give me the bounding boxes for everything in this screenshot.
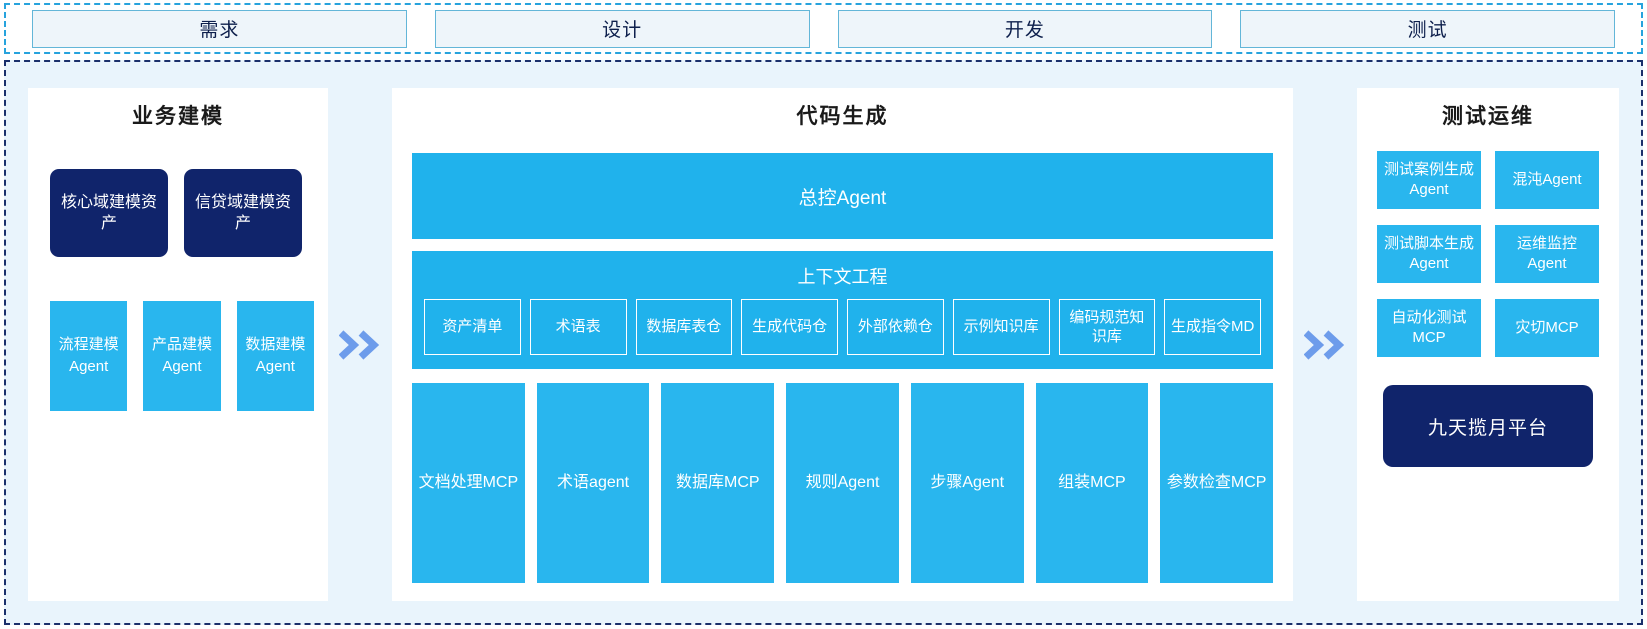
test-operations-grid: 测试案例生成Agent 混沌Agent 测试脚本生成Agent 运维监控Agen… (1377, 151, 1599, 358)
master-control-agent-box[interactable]: 总控Agent (412, 153, 1273, 240)
panel-code-generation: 代码生成 总控Agent 上下文工程 资产清单 术语表 数据库表仓 生成代码仓 … (392, 88, 1293, 601)
tool-box-step-agent[interactable]: 步骤Agent (910, 383, 1024, 583)
test-operations-body: 测试案例生成Agent 混沌Agent 测试脚本生成Agent 运维监控Agen… (1371, 129, 1605, 587)
panel-business-modeling: 业务建模 核心域建模资产 信贷域建模资产 流程建模Agent 产品建模Agent… (28, 88, 328, 601)
ops-box-test-script-generation-agent[interactable]: 测试脚本生成Agent (1377, 225, 1481, 284)
context-item-glossary[interactable]: 术语表 (529, 299, 627, 356)
double-chevron-right-icon-1 (328, 88, 392, 601)
tool-box-parameter-check-mcp[interactable]: 参数检查MCP (1160, 383, 1274, 583)
code-generation-body: 总控Agent 上下文工程 资产清单 术语表 数据库表仓 生成代码仓 外部依赖仓… (406, 129, 1279, 587)
phase-label: 设计 (602, 20, 643, 41)
context-item-db-table-repo[interactable]: 数据库表仓 (635, 299, 733, 356)
context-engineering-title: 上下文工程 (797, 267, 888, 288)
panel-title-test-operations: 测试运维 (1442, 105, 1534, 128)
agent-box-data-modeling[interactable]: 数据建模Agent (236, 301, 314, 412)
main-diagram-area: 业务建模 核心域建模资产 信贷域建模资产 流程建模Agent 产品建模Agent… (4, 60, 1643, 625)
tool-box-database-mcp[interactable]: 数据库MCP (661, 383, 775, 583)
context-item-external-dependency-repo[interactable]: 外部依赖仓 (847, 299, 944, 356)
ops-box-automated-test-mcp[interactable]: 自动化测试MCP (1377, 299, 1481, 358)
asset-box-core-domain[interactable]: 核心域建模资产 (50, 169, 168, 258)
ops-box-operations-monitoring-agent[interactable]: 运维监控Agent (1495, 225, 1599, 284)
modeling-asset-row: 核心域建模资产 信贷域建模资产 (42, 169, 314, 258)
business-modeling-body: 核心域建模资产 信贷域建模资产 流程建模Agent 产品建模Agent 数据建模… (42, 129, 314, 587)
tool-box-assembly-mcp[interactable]: 组装MCP (1035, 383, 1149, 583)
context-item-example-knowledge-base[interactable]: 示例知识库 (952, 299, 1050, 356)
phase-box-requirement[interactable]: 需求 (32, 9, 407, 48)
ops-box-test-case-generation-agent[interactable]: 测试案例生成Agent (1377, 151, 1481, 210)
phase-label: 需求 (199, 20, 240, 41)
context-item-coding-standard-knowledge-base[interactable]: 编码规范知识库 (1058, 299, 1156, 356)
agent-box-process-modeling[interactable]: 流程建模Agent (50, 301, 128, 412)
tool-box-rule-agent[interactable]: 规则Agent (786, 383, 899, 583)
panel-title-business-modeling: 业务建模 (132, 105, 224, 128)
context-item-generated-code-repo[interactable]: 生成代码仓 (741, 299, 838, 356)
platform-box-jiutian-lanyue[interactable]: 九天揽月平台 (1383, 385, 1593, 468)
phase-label: 测试 (1407, 20, 1448, 41)
phase-strip: 需求 设计 开发 测试 (4, 3, 1643, 54)
tool-row: 文档处理MCP 术语agent 数据库MCP 规则Agent 步骤Agent 组… (412, 383, 1274, 587)
tool-box-glossary-agent[interactable]: 术语agent (536, 383, 650, 583)
context-engineering-block: 上下文工程 资产清单 术语表 数据库表仓 生成代码仓 外部依赖仓 示例知识库 编… (412, 251, 1273, 370)
double-chevron-right-icon-2 (1293, 88, 1357, 601)
context-item-generation-instruction-md[interactable]: 生成指令MD (1164, 299, 1261, 356)
phase-box-development[interactable]: 开发 (837, 9, 1213, 48)
tool-box-document-processing-mcp[interactable]: 文档处理MCP (412, 383, 525, 583)
context-item-row: 资产清单 术语表 数据库表仓 生成代码仓 外部依赖仓 示例知识库 编码规范知识库… (424, 299, 1261, 356)
ops-box-disaster-switch-mcp[interactable]: 灾切MCP (1495, 299, 1599, 358)
agent-box-product-modeling[interactable]: 产品建模Agent (143, 301, 221, 412)
phase-box-testing[interactable]: 测试 (1240, 9, 1615, 48)
panel-test-operations: 测试运维 测试案例生成Agent 混沌Agent 测试脚本生成Agent 运维监… (1357, 88, 1619, 601)
phase-label: 开发 (1004, 20, 1045, 41)
modeling-agent-row: 流程建模Agent 产品建模Agent 数据建模Agent (42, 301, 314, 412)
context-item-asset-list[interactable]: 资产清单 (424, 299, 521, 356)
phase-box-design[interactable]: 设计 (434, 9, 810, 48)
asset-box-credit-domain[interactable]: 信贷域建模资产 (184, 169, 302, 258)
ops-box-chaos-agent[interactable]: 混沌Agent (1495, 151, 1599, 210)
panel-title-code-generation: 代码生成 (796, 105, 889, 128)
